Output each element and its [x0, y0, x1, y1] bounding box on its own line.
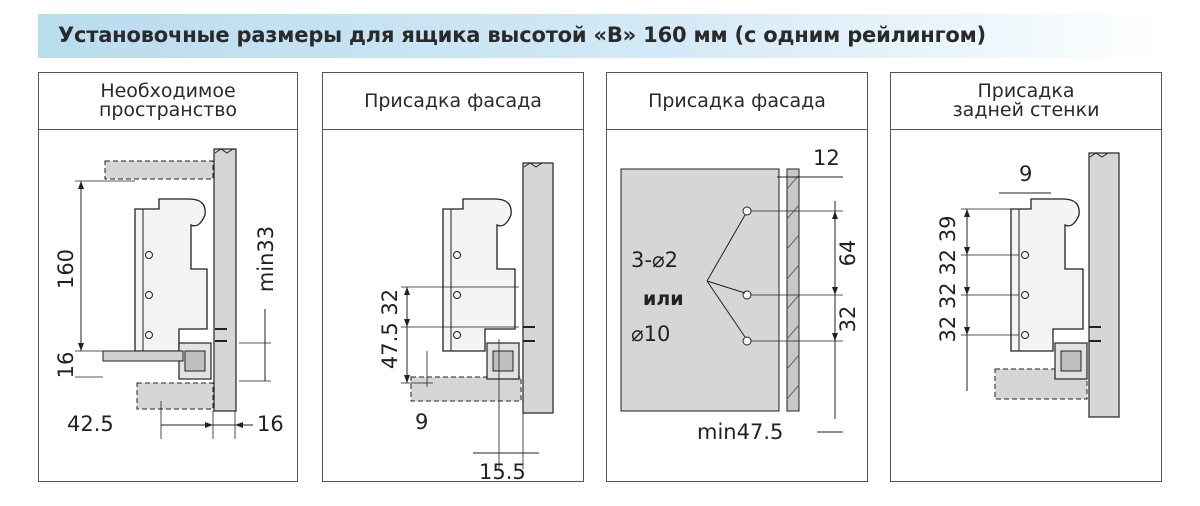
dim-height: 160: [54, 249, 78, 289]
panel-back-wall-drilling: Присадка задней стенки 9 32 32 32 39: [890, 72, 1162, 482]
drawer-space-diagram: 160 16 min33 42.5 16: [54, 148, 284, 439]
panel-header: Присадка фасада: [323, 73, 583, 130]
hole-spec-2: ⌀10: [631, 322, 670, 346]
dim-min-offset: min47.5: [697, 420, 783, 444]
front-holes-diagram: 3-⌀2 или ⌀10 12 64 32 min47.5: [620, 146, 860, 444]
panel-front-drilling-holes: Присадка фасада 3-⌀2 или ⌀10 12 64 32 mi…: [606, 72, 868, 482]
panel-required-space: Необходимое пространство 160 16 min33: [38, 72, 298, 482]
panel-front-drilling: Присадка фасада 47.5 32 9 15.5: [322, 72, 584, 482]
panel-header: Присадка задней стенки: [891, 73, 1161, 130]
dim-spacing-1: 64: [836, 240, 860, 267]
panel-header-line: Присадка фасада: [648, 89, 826, 112]
dim-top: 9: [1019, 162, 1032, 186]
dim-vertical-stack: 47.5 32: [378, 289, 402, 369]
dim-horizontal: 15.5: [479, 460, 526, 481]
panel-header-line: Присадка фасада: [364, 89, 542, 112]
dim-bottom-offset: 9: [415, 410, 428, 434]
panel-header: Необходимое пространство: [39, 73, 297, 130]
title-banner: Установочные размеры для ящика высотой «…: [38, 14, 1163, 58]
hole-spec-or: или: [643, 288, 684, 310]
panel-header: Присадка фасада: [607, 73, 867, 130]
dim-top: 12: [813, 146, 840, 170]
panel-header-line: задней стенки: [952, 99, 1100, 121]
panel-header-line: Присадка: [977, 80, 1075, 102]
front-drilling-diagram: 47.5 32 9 15.5: [378, 162, 554, 481]
dim-min-side: min33: [254, 226, 278, 292]
dim-gap: 16: [257, 412, 284, 436]
panel-header-line: пространство: [98, 99, 238, 121]
drawer-side-profile: [442, 198, 516, 352]
dim-vertical-stack: 32 32 32 39: [936, 216, 960, 343]
dim-bottom: 16: [54, 352, 78, 379]
drawer-side-profile: [134, 198, 208, 352]
dim-depth: 42.5: [67, 412, 114, 436]
drawer-side-profile: [1010, 198, 1084, 352]
panel-header-line: Необходимое: [100, 80, 236, 102]
page-title: Установочные размеры для ящика высотой «…: [58, 23, 986, 47]
dim-spacing-2: 32: [836, 306, 860, 333]
hole-spec-1: 3-⌀2: [631, 248, 678, 272]
back-wall-diagram: 9 32 32 32 39: [936, 152, 1120, 418]
